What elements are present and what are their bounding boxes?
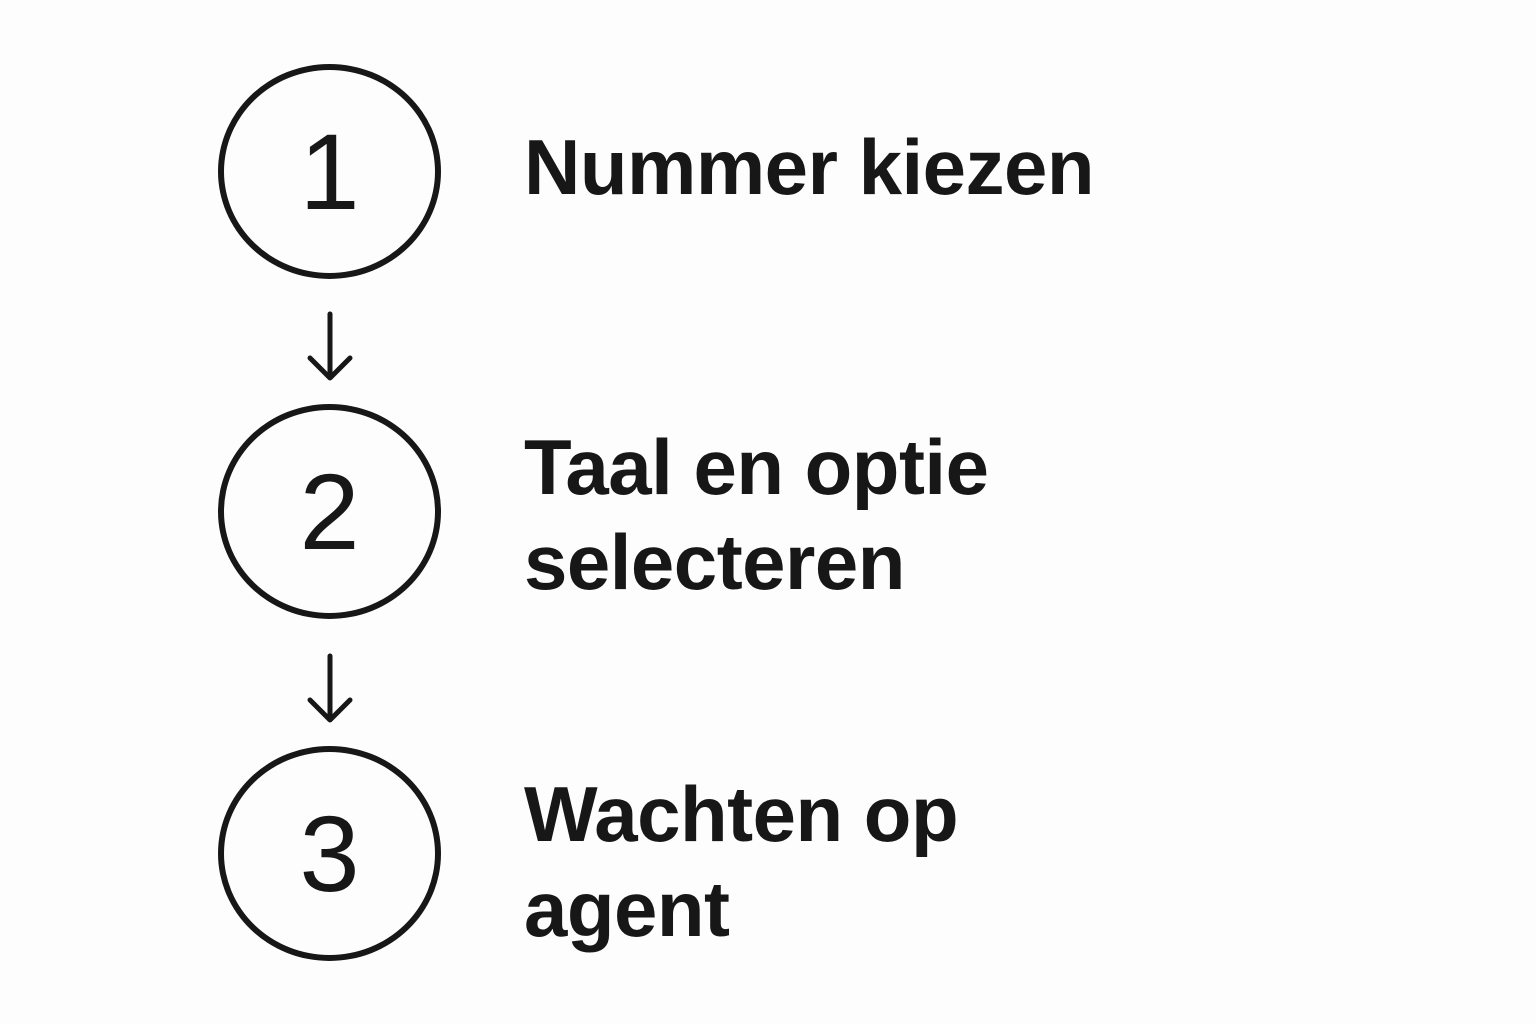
step-3-circle: 3 [218, 746, 441, 961]
step-3-label: Wachten op agent [524, 770, 959, 953]
step-1-circle: 1 [218, 64, 441, 279]
step-2-number: 2 [299, 450, 360, 572]
step-2-circle: 2 [218, 404, 441, 619]
step-1-label: Nummer kiezen [524, 123, 1095, 211]
step-3-number: 3 [299, 792, 360, 914]
arrow-down-icon [307, 311, 353, 381]
step-1-number: 1 [299, 110, 360, 232]
arrow-down-icon [307, 653, 353, 723]
step-2-label: Taal en optie selecteren [524, 423, 989, 606]
